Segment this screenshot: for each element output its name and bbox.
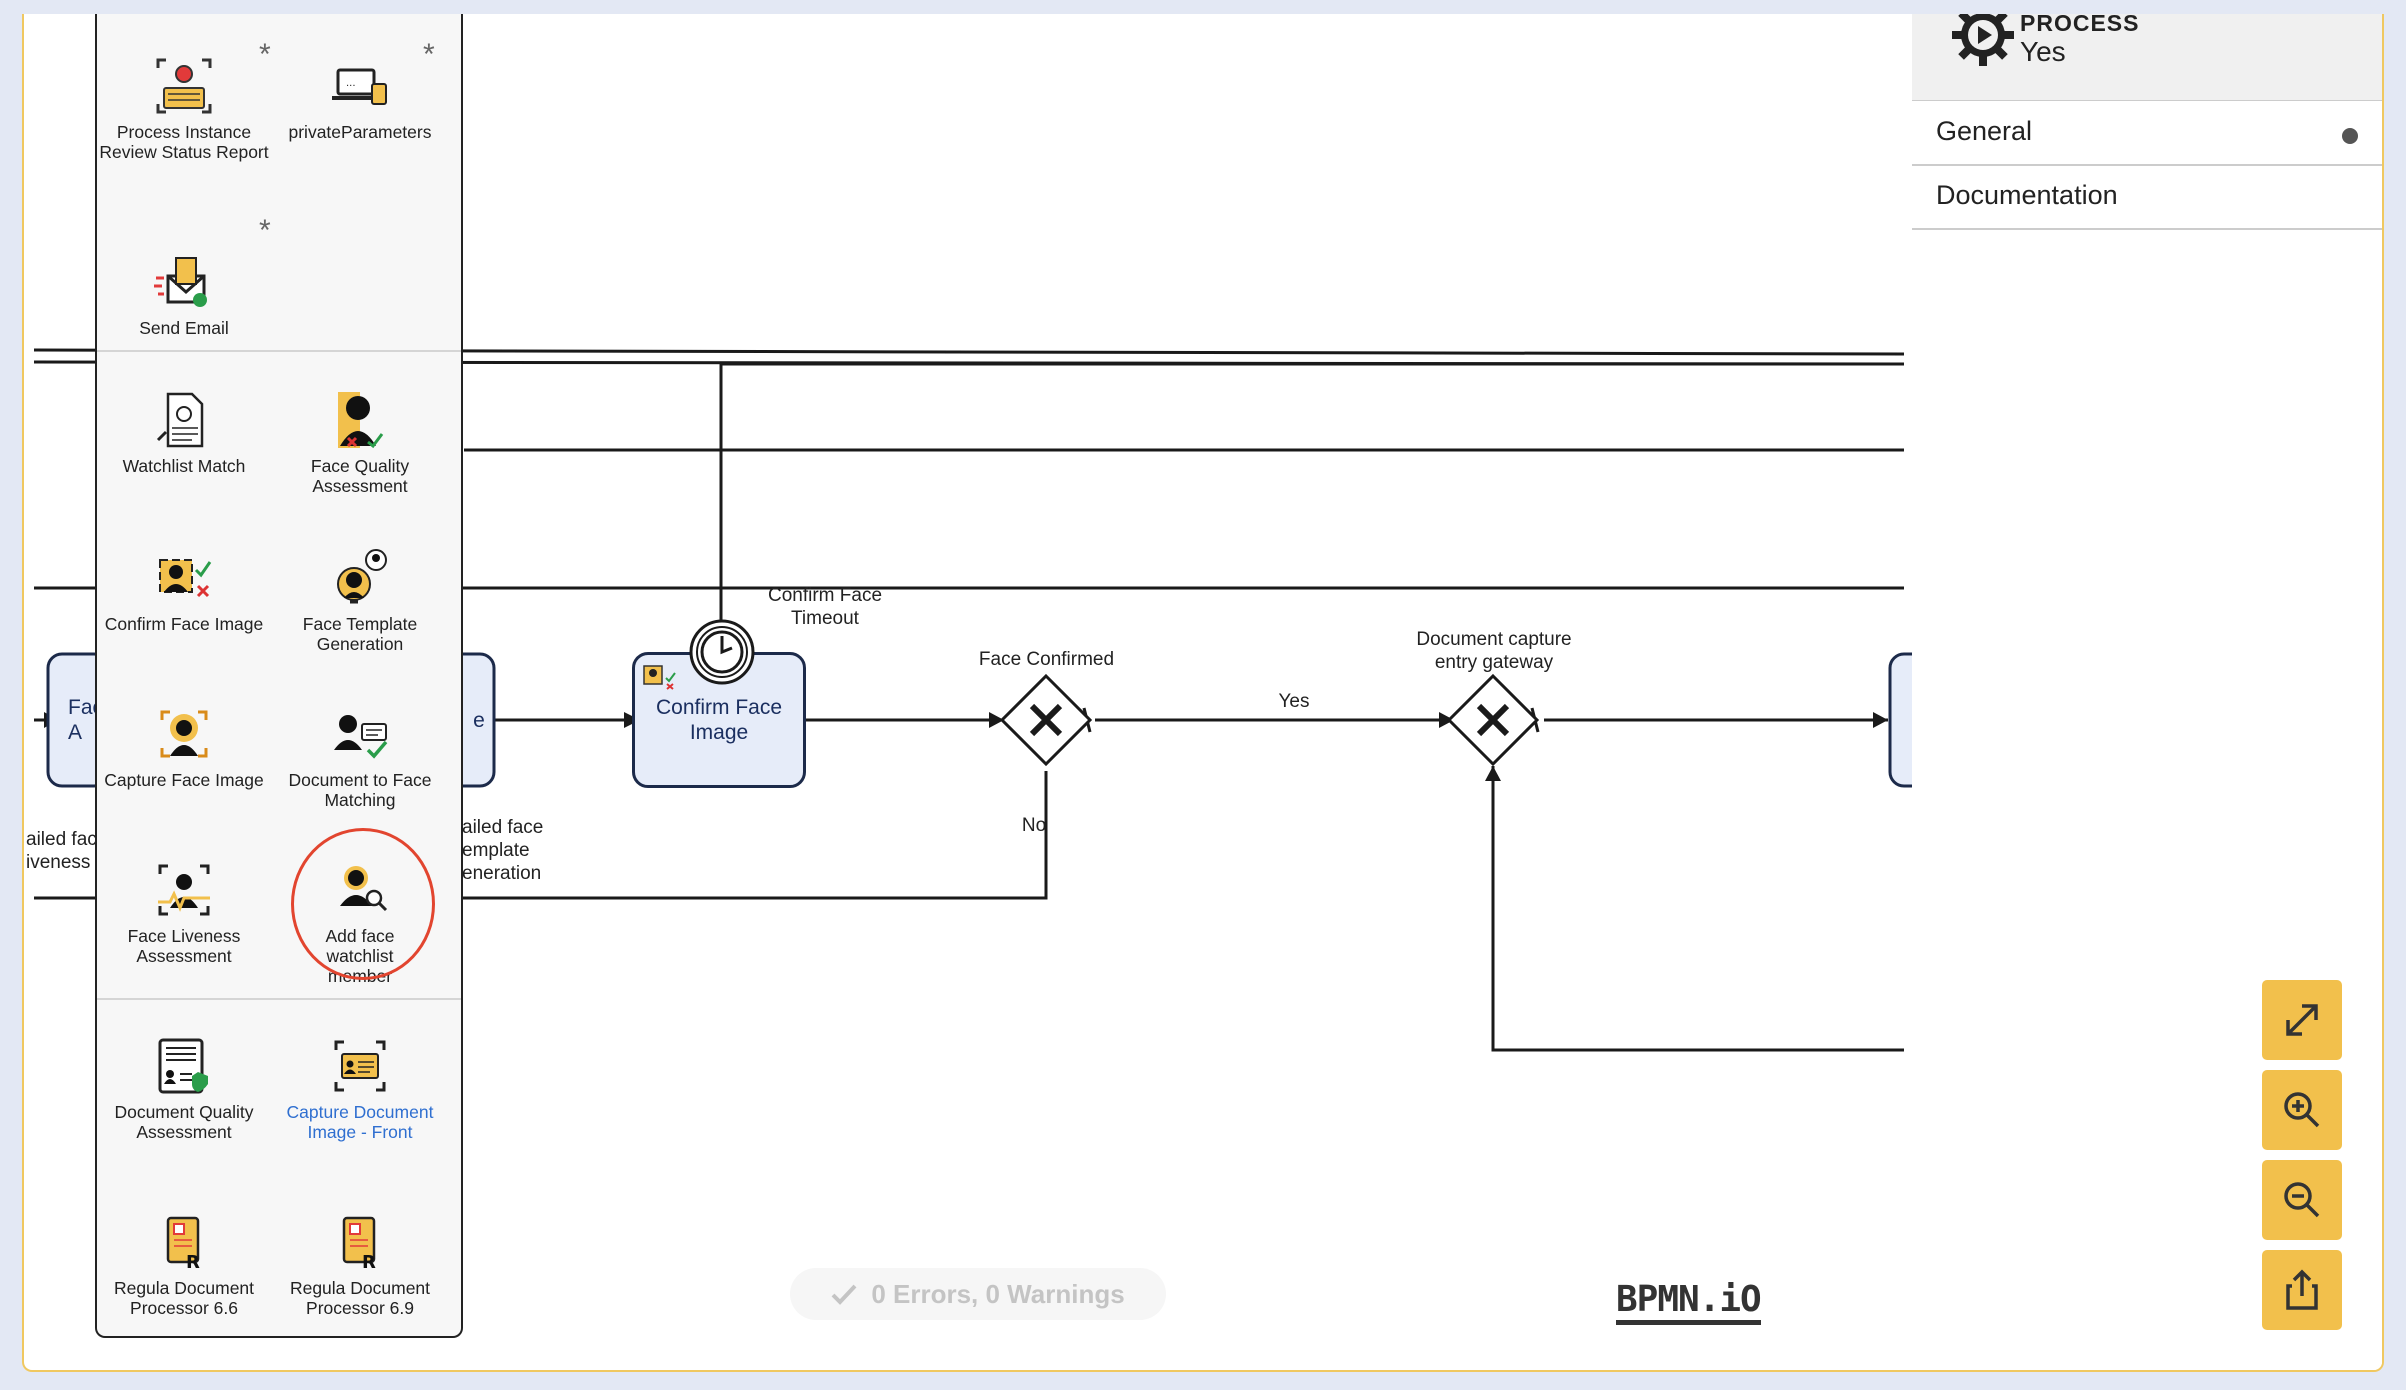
palette-item-face-quality-assessment[interactable]: Face Quality Assessment — [275, 388, 445, 496]
palette-item-document-quality-assessment[interactable]: Document Quality Assessment — [99, 1034, 269, 1142]
bpmn-io-logo[interactable]: BPMN.iO — [1616, 1282, 1762, 1325]
face-liveness-icon — [158, 864, 210, 916]
no-label: No — [1021, 815, 1047, 836]
face-quality-icon — [338, 392, 384, 449]
tab-general[interactable]: General — [1912, 102, 2382, 166]
task-partial-left-label: Fac A — [68, 696, 104, 744]
palette-item-capture-document-image-front[interactable]: Capture Document Image - Front — [275, 1034, 445, 1142]
export-button[interactable] — [2262, 1250, 2342, 1330]
regula-icon: R — [166, 1216, 200, 1273]
svg-text:...: ... — [346, 78, 356, 89]
capture-face-icon — [160, 710, 208, 758]
svg-text:R: R — [362, 1252, 376, 1273]
failed-template-label: ailed face emplate eneration — [462, 817, 544, 884]
check-icon — [831, 1284, 857, 1305]
report-icon — [156, 58, 212, 114]
star-marker: * — [259, 214, 271, 247]
tab-documentation[interactable]: Documentation — [1912, 166, 2382, 230]
palette-item-watchlist-match[interactable]: Watchlist Match — [99, 388, 269, 476]
zoom-out-button[interactable] — [2262, 1160, 2342, 1240]
exclusive-gateway-face-confirmed — [999, 673, 1093, 767]
document-quality-icon — [158, 1038, 208, 1094]
share-icon — [2286, 1269, 2318, 1310]
expand-icon — [2286, 1004, 2318, 1036]
palette-item-confirm-face-image[interactable]: Confirm Face Image — [99, 546, 269, 634]
properties-subtitle: Yes — [2020, 36, 2066, 67]
process-gear-icon — [1952, 14, 2014, 66]
changed-indicator — [2342, 128, 2358, 144]
palette-item-regula-document-processor-6-9[interactable]: R Regula Document Processor 6.9 — [275, 1210, 445, 1318]
palette-item-face-template-generation[interactable]: Face Template Generation — [275, 546, 445, 654]
properties-title: PROCESS — [2020, 14, 2140, 36]
laptop-icon: ... — [332, 68, 387, 105]
capture-document-icon — [334, 1040, 386, 1092]
palette-separator — [97, 998, 461, 1000]
palette-item-regula-document-processor-6-6[interactable]: R Regula Document Processor 6.6 — [99, 1210, 269, 1318]
failed-liveness-label: ailed fac iveness — [26, 829, 97, 873]
face-task-icon — [643, 665, 676, 690]
lint-status-text: 0 Errors, 0 Warnings — [871, 1278, 1125, 1309]
zoom-in-icon — [2284, 1092, 2320, 1128]
doc-gateway-label: Document capture entry gateway — [1416, 629, 1572, 673]
palette-item-process-instance-review[interactable]: Process Instance Review Status Report — [99, 54, 269, 162]
face-confirmed-label: Face Confirmed — [978, 649, 1115, 670]
regula-icon: R — [342, 1216, 376, 1273]
palette-item-face-liveness-assessment[interactable]: Face Liveness Assessment — [99, 858, 269, 966]
palette: Process Instance Review Status Report ..… — [95, 14, 463, 1338]
task-partial-mid-label: e — [473, 708, 485, 732]
palette-item-private-parameters[interactable]: ... privateParameters — [275, 54, 445, 142]
palette-separator — [97, 350, 461, 352]
properties-header: PROCESS Yes — [1912, 14, 2382, 101]
confirm-face-icon — [159, 559, 212, 598]
document-search-icon — [156, 392, 204, 448]
fullscreen-button[interactable] — [2262, 980, 2342, 1060]
yes-label: Yes — [1278, 691, 1310, 712]
highlight-circle — [291, 828, 435, 980]
star-marker: * — [423, 38, 435, 71]
modeler-frame: Confirm Face Image Fac A e Confirm Face … — [22, 14, 2384, 1372]
svg-text:R: R — [186, 1252, 200, 1273]
flow-back — [1491, 766, 1904, 1052]
email-icon — [154, 257, 207, 307]
palette-item-capture-face-image[interactable]: Capture Face Image — [99, 702, 269, 790]
star-marker: * — [259, 38, 271, 71]
timeout-flow — [719, 362, 1904, 634]
timer-icon[interactable] — [688, 618, 756, 686]
document-face-match-icon — [334, 715, 388, 759]
exclusive-gateway-document — [1446, 673, 1540, 767]
task-label: Confirm Face Image — [655, 696, 783, 744]
zoom-out-icon — [2284, 1182, 2320, 1218]
timeout-label: Confirm Face Timeout — [767, 585, 883, 629]
face-template-icon — [337, 549, 387, 604]
lint-status[interactable]: 0 Errors, 0 Warnings — [790, 1268, 1166, 1320]
palette-item-send-email[interactable]: Send Email — [99, 250, 269, 338]
zoom-in-button[interactable] — [2262, 1070, 2342, 1150]
palette-item-document-to-face-matching[interactable]: Document to Face Matching — [275, 702, 445, 810]
